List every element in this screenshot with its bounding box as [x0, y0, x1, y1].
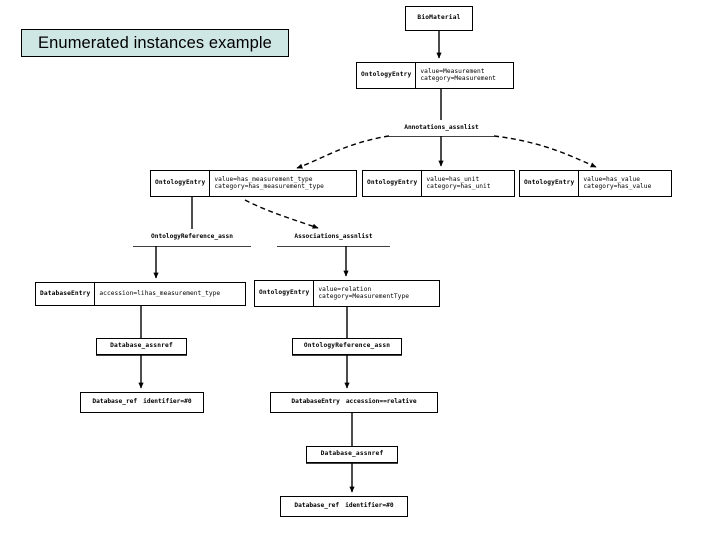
node-database-ref-content: Database_ref identifier=#0: [88, 398, 195, 407]
node-attributes: value=has_value category=has_value: [578, 171, 655, 196]
node-class-label: OntologyEntry: [259, 289, 310, 297]
node-ontologyreference-assn-label: OntologyReference_assn: [151, 233, 233, 241]
node-ontologyentry-relation[interactable]: OntologyEntry value=relation category=Me…: [254, 280, 440, 307]
edge-hmt-to-associations-assnlist: [244, 199, 319, 229]
node-associations-assnlist-label: Associations_assnlist: [294, 233, 373, 241]
node-class-label: DatabaseEntry: [291, 398, 340, 406]
node-class-label: OntologyEntry: [367, 179, 418, 187]
node-annotations-assnlist[interactable]: Annotations_assnlist: [389, 120, 494, 136]
node-class-label: OntologyEntry: [155, 179, 206, 187]
node-biomaterial[interactable]: BioMaterial: [405, 6, 473, 31]
attr-line: identifier=#0: [143, 398, 192, 406]
attr-line: value=has_measurement_type: [214, 176, 313, 183]
node-attributes: value=has_unit category=has_unit: [421, 171, 494, 196]
node-database-assnref-label: Database_assnref: [320, 450, 384, 458]
node-attributes: value=has_measurement_type category=has_…: [209, 171, 327, 196]
node-ontologyreference-assn-1[interactable]: OntologyReference_assn: [133, 229, 251, 246]
node-database-ref-content: Database_ref identifier=#0: [290, 502, 397, 511]
node-databaseentry-has-measurement-type[interactable]: DatabaseEntry accession=lihas_measuremen…: [35, 282, 246, 306]
attr-line: identifier=#0: [345, 502, 394, 510]
attr-line: value=relation: [318, 286, 372, 293]
slide-title-text: Enumerated instances example: [38, 33, 272, 52]
node-class-label: Database_ref: [92, 398, 138, 406]
edge-annotations-to-has-value: [493, 135, 597, 168]
attr-line: category=has_value: [583, 182, 652, 190]
node-databaseentry-relative[interactable]: DatabaseEntry accession==relative: [270, 392, 438, 413]
node-database-assnref-1[interactable]: Database_assnref: [96, 338, 187, 355]
attr-line: category=has_unit: [426, 182, 491, 190]
node-attributes: accession=lihas_measurement_type: [94, 283, 224, 305]
attr-line: category=Measurement: [420, 74, 496, 82]
node-ontologyreference-assn-label: OntologyReference_assn: [303, 342, 391, 350]
node-ontologyentry-has-measurement-type[interactable]: OntologyEntry value=has_measurement_type…: [150, 170, 357, 197]
node-databaseentry-relative-content: DatabaseEntry accession==relative: [287, 398, 420, 407]
attr-line: accession==relative: [345, 398, 417, 406]
node-attributes: value=relation category=MeasurementType: [313, 281, 413, 306]
node-ontologyentry-has-value[interactable]: OntologyEntry value=has_value category=h…: [519, 170, 672, 197]
node-database-ref-2[interactable]: Database_ref identifier=#0: [280, 496, 408, 517]
slide-title-banner: Enumerated instances example: [21, 29, 289, 57]
node-database-assnref-label: Database_assnref: [110, 342, 173, 350]
node-ontologyentry-measurement[interactable]: OntologyEntry value=Measurement category…: [356, 62, 514, 89]
edge-annotations-to-has-measurement-type: [296, 135, 390, 169]
node-ontologyentry-has-unit[interactable]: OntologyEntry value=has_unit category=ha…: [362, 170, 515, 197]
attr-line: value=has_value: [583, 176, 641, 183]
attr-line: accession=lihas_measurement_type: [99, 289, 221, 297]
attr-line: value=Measurement: [420, 68, 485, 75]
node-class-label: Database_ref: [294, 502, 340, 510]
attr-line: category=MeasurementType: [318, 292, 409, 300]
attr-line: category=has_measurement_type: [214, 182, 324, 190]
node-associations-assnlist[interactable]: Associations_assnlist: [277, 229, 390, 246]
node-attributes: value=Measurement category=Measurement: [415, 63, 500, 88]
node-annotations-assnlist-label: Annotations_assnlist: [404, 123, 479, 131]
node-class-label: OntologyEntry: [361, 71, 412, 79]
node-database-ref-1[interactable]: Database_ref identifier=#0: [80, 392, 204, 413]
node-class-label: OntologyEntry: [524, 179, 575, 187]
attr-line: value=has_unit: [426, 176, 480, 183]
node-class-label: DatabaseEntry: [40, 289, 91, 297]
node-biomaterial-label: BioMaterial: [417, 14, 461, 22]
node-database-assnref-2[interactable]: Database_assnref: [306, 446, 398, 463]
node-ontologyreference-assn-2[interactable]: OntologyReference_assn: [292, 338, 402, 355]
